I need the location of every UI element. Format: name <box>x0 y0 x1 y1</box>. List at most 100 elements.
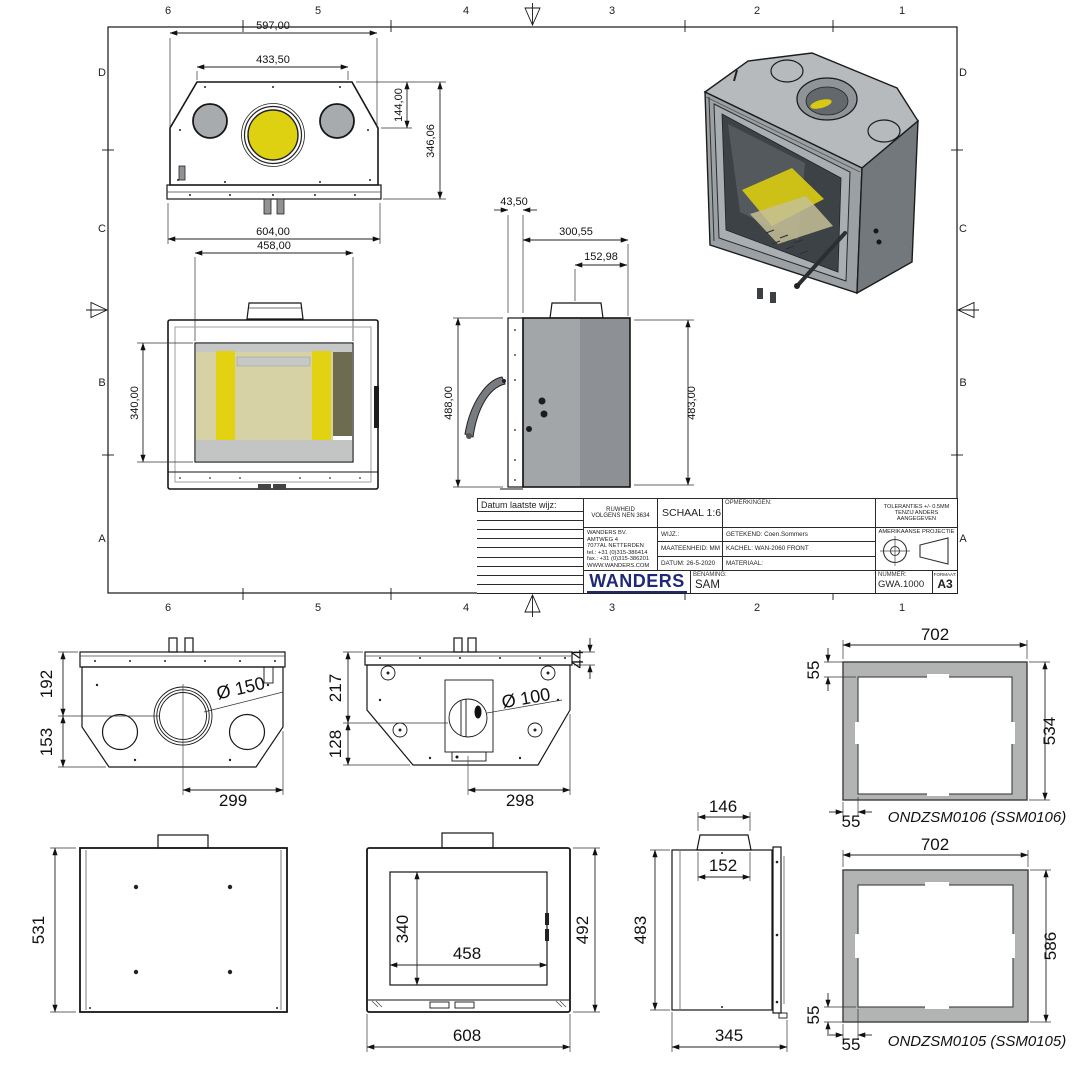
sheet-top-view: 597,00 433,50 144,00 346,06 604,00 458,0… <box>166 20 446 341</box>
glass-window <box>194 342 354 463</box>
zone-col-5-top: 5 <box>315 5 321 17</box>
dim-topview-144: 144,00 <box>393 88 405 122</box>
zone-col-6-top: 6 <box>165 5 171 17</box>
dim-sideview-15298: 152,98 <box>584 251 618 263</box>
dim-side-152: 152 <box>709 856 737 875</box>
zone-col-3-bottom: 3 <box>609 602 615 614</box>
getekend-cell: GETEKEND: Coen.Sommers <box>722 527 875 542</box>
isometric-view <box>703 52 919 303</box>
datum-row <box>477 511 583 520</box>
dim-sideview-488: 488,00 <box>443 386 455 420</box>
formaat-label: FORMAAT: <box>933 572 957 577</box>
formaat-value: A3 <box>937 577 953 591</box>
benaming-value: SAM <box>695 579 720 591</box>
dim-front-340: 340 <box>393 915 412 943</box>
title-block: Datum laatste wijz: RUWHEID VOLGENS NEN … <box>477 498 958 594</box>
dim-tv150-dia150: Ø 150 <box>215 673 267 704</box>
dim-topview-597: 597,00 <box>256 20 290 32</box>
third-angle-projection-icon <box>879 536 949 566</box>
kachel-cell: KACHEL: WAN-2060 FRONT <box>722 541 875 556</box>
sheet-front-view: 340,00 <box>129 302 379 490</box>
dim-front-492: 492 <box>573 916 592 944</box>
toleranties-cell: TOLERANTIES +/- 0.5MM TENZIJ ANDERS AANG… <box>875 498 957 527</box>
ruwheid-line1: RUWHEID <box>606 507 635 513</box>
datum-header: Datum laatste wijz: <box>481 500 557 510</box>
company-line: WANDERS BV. <box>587 530 627 536</box>
datum-header-cell: Datum laatste wijz: <box>477 498 583 511</box>
wijz-value: WIJZ.: <box>661 531 680 539</box>
company-line: fax.: +31 (0)315-386201 <box>587 556 650 563</box>
door-handle <box>464 376 506 438</box>
front-window <box>389 871 548 986</box>
dim-topview-604: 604,00 <box>256 226 290 238</box>
ruwheid-cell: RUWHEID VOLGENS NEN 3634 <box>583 498 657 527</box>
datum-row <box>477 583 583 593</box>
zone-col-3-top: 3 <box>609 5 615 17</box>
datum-value: DATUM: 26-5-2020 <box>661 559 716 567</box>
wijz-cell: WIJZ.: <box>657 527 722 542</box>
dim-sideview-435: 43,50 <box>500 196 528 208</box>
dim-frame105-586: 586 <box>1041 932 1060 960</box>
zone-row-a-right: A <box>959 533 967 545</box>
dim-tv100-128: 128 <box>326 730 345 758</box>
dim-frontview-340: 340,00 <box>129 386 141 420</box>
getekend-value: GETEKEND: Coen.Sommers <box>726 531 808 539</box>
dim-tv150-192: 192 <box>37 670 56 698</box>
dim-side-345: 345 <box>715 1026 743 1045</box>
dim-frame105-702: 702 <box>921 835 949 854</box>
materiaal-value: MATERIAAL: <box>726 559 763 567</box>
benaming-label: BENAMING: <box>693 572 727 578</box>
dim-topview-4335: 433,50 <box>256 54 290 66</box>
schaal-cell: SCHAAL 1:6 <box>657 498 722 527</box>
dim-side-146: 146 <box>709 797 737 816</box>
frame106-label: ONDZSM0106 (SSM0106) <box>888 809 1066 826</box>
dim-tv100-298: 298 <box>506 791 534 810</box>
dim-side-483: 483 <box>631 916 650 944</box>
dim-frame106-702: 702 <box>921 625 949 644</box>
benaming-cell: BENAMING: SAM <box>690 570 875 593</box>
bottom-top-view-150: 192 153 299 Ø 150 <box>37 637 286 810</box>
dim-frame106-534: 534 <box>1040 717 1059 745</box>
firebox-yellow-left <box>216 351 235 440</box>
door-latch <box>374 386 379 428</box>
zone-row-b-left: B <box>98 377 105 389</box>
zone-col-1-top: 1 <box>899 5 905 17</box>
toleranties-line1: TOLERANTIES +/- 0.5MM <box>883 504 950 510</box>
zone-row-d-right: D <box>959 67 967 79</box>
maateenheid-value: MAATEENHEID: MM <box>661 545 721 553</box>
dim-tv100-dia100: Ø 100 <box>500 684 552 712</box>
kachel-value: KACHEL: WAN-2060 FRONT <box>726 545 809 553</box>
flue-hole-150 <box>247 109 299 161</box>
dim-tv100-44: 44 <box>568 650 587 669</box>
dim-tv100-217: 217 <box>326 674 345 702</box>
dim-front-458: 458 <box>453 944 481 963</box>
materiaal-cell: MATERIAAL: <box>722 555 875 570</box>
ruwheid-line2: VOLGENS NEN 3634 <box>591 513 650 519</box>
dim-tv150-153: 153 <box>37 728 56 756</box>
company-cell: WANDERS BV. AMTWEG 4 7077AL NETTERDEN te… <box>583 527 657 570</box>
datum-row <box>477 556 583 566</box>
zone-col-4-bottom: 4 <box>463 602 469 614</box>
datum-row <box>477 538 583 547</box>
dim-topview-346: 346,06 <box>425 124 437 158</box>
projectie-cell: AMERIKAANSE PROJECTIE <box>875 527 957 570</box>
zone-row-c-right: C <box>959 223 967 235</box>
company-line: WWW.WANDERS.COM <box>587 562 650 569</box>
opmerkingen-cell: OPMERKINGEN: <box>722 498 875 527</box>
frame-ondzsm0106: 702 55 534 55 ONDZSM0106 (SSM0106) <box>804 625 1066 831</box>
logo-cell: WANDERS <box>583 570 690 593</box>
zone-col-1-bottom: 1 <box>899 602 905 614</box>
zone-col-2-bottom: 2 <box>754 602 760 614</box>
dim-frame105-55-bottom: 55 <box>804 1006 823 1025</box>
dim-back-531: 531 <box>29 916 48 944</box>
bottom-back-view: 531 <box>29 834 288 1013</box>
nummer-value: GWA.1000 <box>878 579 925 590</box>
zone-row-d-left: D <box>98 67 106 79</box>
datum-cell: DATUM: 26-5-2020 <box>657 555 722 570</box>
frame105-label: ONDZSM0105 (SSM0105) <box>888 1033 1066 1050</box>
bottom-side-view: 146 152 483 345 <box>631 797 788 1052</box>
toleranties-line2: TENZIJ ANDERS AANGEGEVEN <box>894 510 939 522</box>
opmerkingen-label: OPMERKINGEN: <box>725 500 772 506</box>
